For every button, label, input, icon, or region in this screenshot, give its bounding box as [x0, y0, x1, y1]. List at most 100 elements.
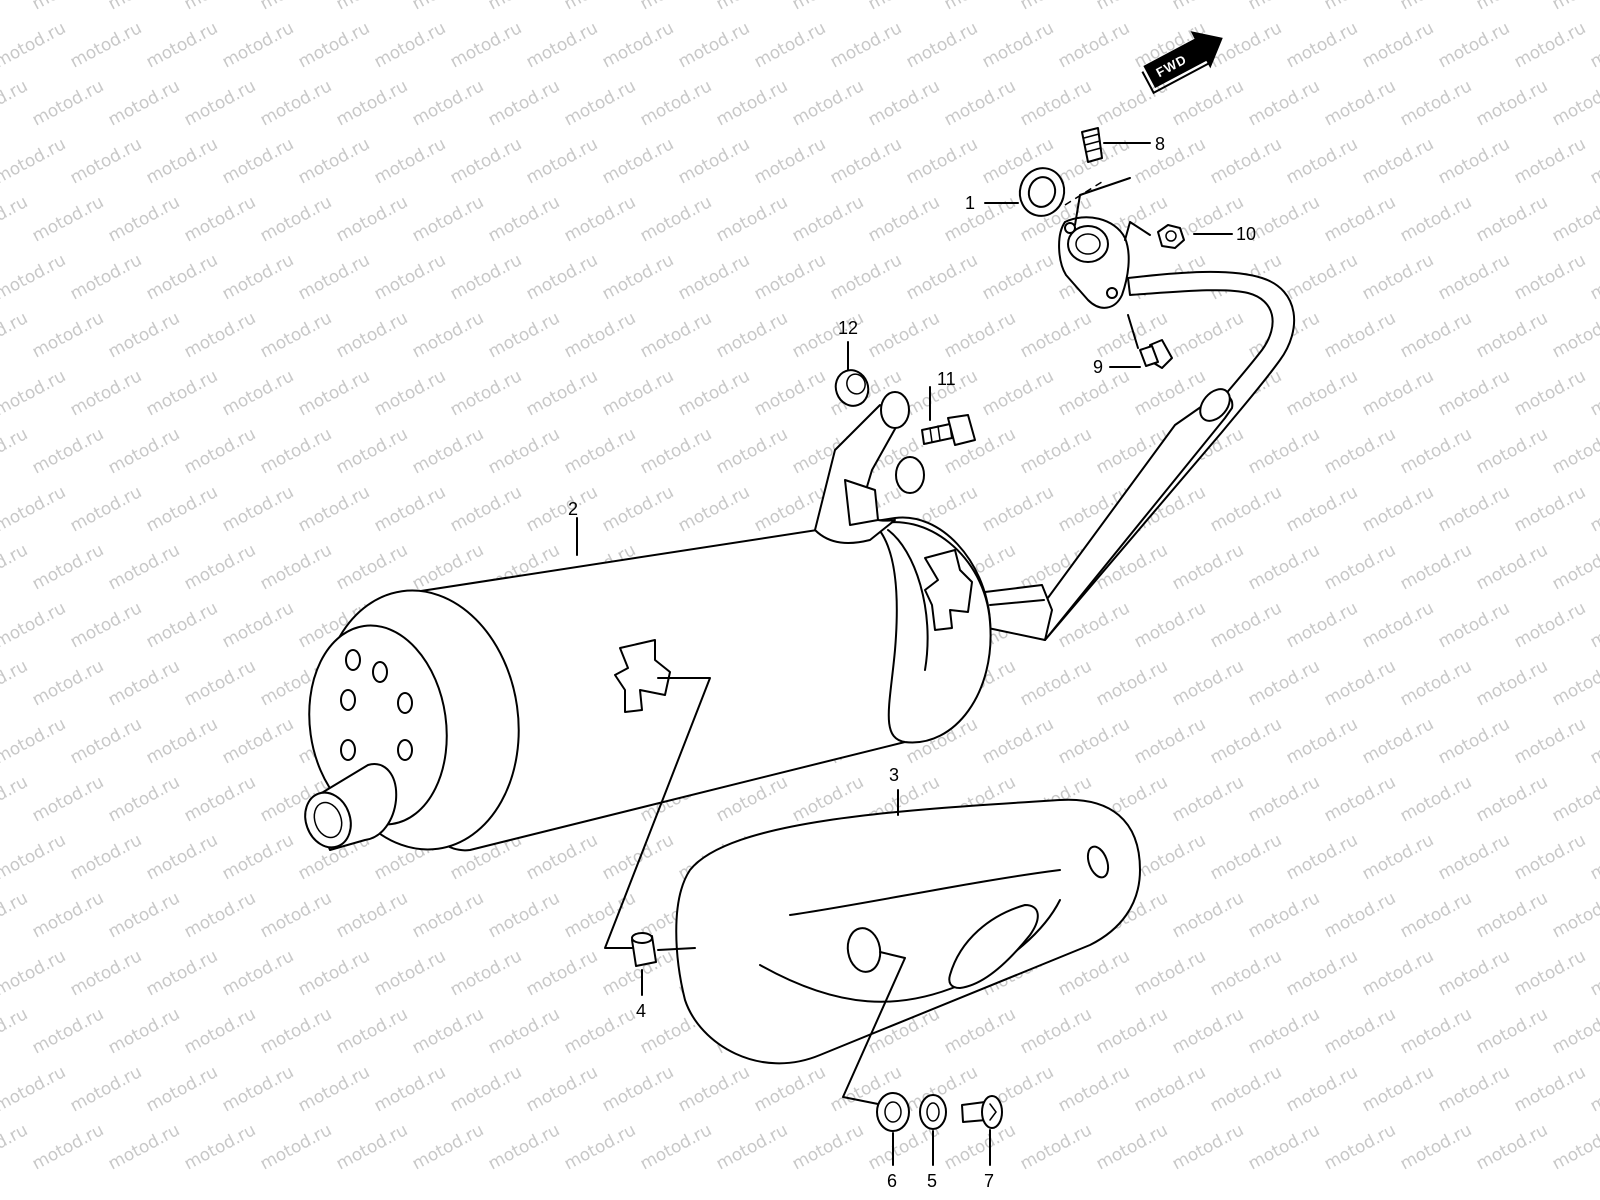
watermark-text: motod.ru [257, 76, 335, 130]
watermark-text: motod.ru [675, 366, 753, 420]
watermark-text: motod.ru [1587, 482, 1600, 536]
callout-10: 10 [1236, 224, 1256, 244]
watermark-text: motod.ru [371, 366, 449, 420]
watermark-text: motod.ru [979, 482, 1057, 536]
watermark-text: motod.ru [599, 830, 677, 884]
watermark-text: motod.ru [1131, 714, 1209, 768]
watermark-text: motod.ru [409, 76, 487, 130]
watermark-text: motod.ru [561, 1004, 639, 1058]
watermark-text: motod.ru [257, 0, 335, 14]
callout-11: 11 [937, 369, 956, 389]
watermark-text: motod.ru [1359, 134, 1437, 188]
watermark-text: motod.ru [941, 1120, 1019, 1174]
watermark-text: motod.ru [295, 366, 373, 420]
watermark-text: motod.ru [105, 772, 183, 826]
watermark-text: motod.ru [637, 76, 715, 130]
watermark-text: motod.ru [979, 250, 1057, 304]
watermark-text: motod.ru [0, 1062, 69, 1116]
watermark-text: motod.ru [1435, 134, 1513, 188]
watermark-text: motod.ru [219, 598, 297, 652]
watermark-text: motod.ru [1435, 482, 1513, 536]
watermark-text: motod.ru [1511, 366, 1589, 420]
bracket-bolt [921, 414, 976, 446]
watermark-text: motod.ru [67, 714, 145, 768]
watermark-text: motod.ru [713, 76, 791, 130]
heat-shield-screw [961, 1095, 1003, 1129]
watermark-text: motod.ru [713, 192, 791, 246]
watermark-text: motod.ru [1131, 598, 1209, 652]
watermark-text: motod.ru [1435, 946, 1513, 1000]
watermark-text: motod.ru [675, 1062, 753, 1116]
watermark-text: motod.ru [713, 0, 791, 14]
watermark-text: motod.ru [105, 1120, 183, 1174]
watermark-text: motod.ru [409, 888, 487, 942]
watermark-text: motod.ru [1511, 714, 1589, 768]
watermark-text: motod.ru [1245, 540, 1323, 594]
watermark-text: motod.ru [789, 1120, 867, 1174]
exhaust-stud [1081, 127, 1103, 163]
watermark-text: motod.ru [295, 134, 373, 188]
watermark-text: motod.ru [599, 482, 677, 536]
watermark-text: motod.ru [561, 1120, 639, 1174]
watermark-text: motod.ru [409, 1004, 487, 1058]
watermark-text: motod.ru [1473, 540, 1551, 594]
watermark-text: motod.ru [0, 482, 69, 536]
watermark-text: motod.ru [219, 482, 297, 536]
watermark-text: motod.ru [1473, 656, 1551, 710]
watermark-text: motod.ru [1473, 0, 1551, 14]
watermark-text: motod.ru [561, 888, 639, 942]
watermark-text: motod.ru [1359, 598, 1437, 652]
callout-12: 12 [838, 318, 858, 338]
watermark-text: motod.ru [1283, 714, 1361, 768]
watermark-text: motod.ru [599, 18, 677, 72]
exhaust-gasket [1018, 167, 1066, 217]
watermark-text: motod.ru [1359, 482, 1437, 536]
watermark-text: motod.ru [1511, 482, 1589, 536]
watermark-text: motod.ru [1549, 1120, 1600, 1174]
watermark-text: motod.ru [67, 1062, 145, 1116]
watermark-text: motod.ru [1017, 424, 1095, 478]
watermark-text: motod.ru [257, 424, 335, 478]
watermark-text: motod.ru [1017, 1120, 1095, 1174]
watermark-text: motod.ru [523, 830, 601, 884]
watermark-text: motod.ru [0, 888, 31, 942]
watermark-text: motod.ru [1359, 1062, 1437, 1116]
watermark-text: motod.ru [67, 366, 145, 420]
watermark-text: motod.ru [1397, 424, 1475, 478]
watermark-text: motod.ru [599, 1062, 677, 1116]
watermark-text: motod.ru [257, 540, 335, 594]
watermark-text: motod.ru [523, 366, 601, 420]
watermark-text: motod.ru [1397, 772, 1475, 826]
watermark-text: motod.ru [1169, 888, 1247, 942]
watermark-text: motod.ru [1169, 656, 1247, 710]
watermark-text: motod.ru [903, 250, 981, 304]
watermark-text: motod.ru [789, 76, 867, 130]
callout-7: 7 [984, 1171, 994, 1191]
watermark-text: motod.ru [447, 250, 525, 304]
watermark-text: motod.ru [1245, 76, 1323, 130]
watermark-text: motod.ru [637, 1120, 715, 1174]
watermark-text: motod.ru [485, 888, 563, 942]
watermark-text: motod.ru [941, 0, 1019, 14]
watermark-text: motod.ru [599, 366, 677, 420]
watermark-text: motod.ru [485, 1120, 563, 1174]
watermark-text: motod.ru [105, 192, 183, 246]
watermark-text: motod.ru [1169, 1004, 1247, 1058]
watermark-text: motod.ru [333, 424, 411, 478]
watermark-text: motod.ru [1359, 946, 1437, 1000]
watermark-text: motod.ru [1359, 714, 1437, 768]
watermark-text: motod.ru [143, 482, 221, 536]
watermark-text: motod.ru [1359, 250, 1437, 304]
watermark-text: motod.ru [219, 946, 297, 1000]
watermark-text: motod.ru [0, 772, 31, 826]
watermark-text: motod.ru [675, 250, 753, 304]
watermark-text: motod.ru [1473, 76, 1551, 130]
watermark-text: motod.ru [751, 250, 829, 304]
watermark-text: motod.ru [295, 946, 373, 1000]
watermark-text: motod.ru [827, 134, 905, 188]
watermark-text: motod.ru [523, 1062, 601, 1116]
watermark-text: motod.ru [979, 18, 1057, 72]
watermark-text: motod.ru [1549, 1004, 1600, 1058]
watermark-text: motod.ru [561, 192, 639, 246]
watermark-text: motod.ru [789, 0, 867, 14]
